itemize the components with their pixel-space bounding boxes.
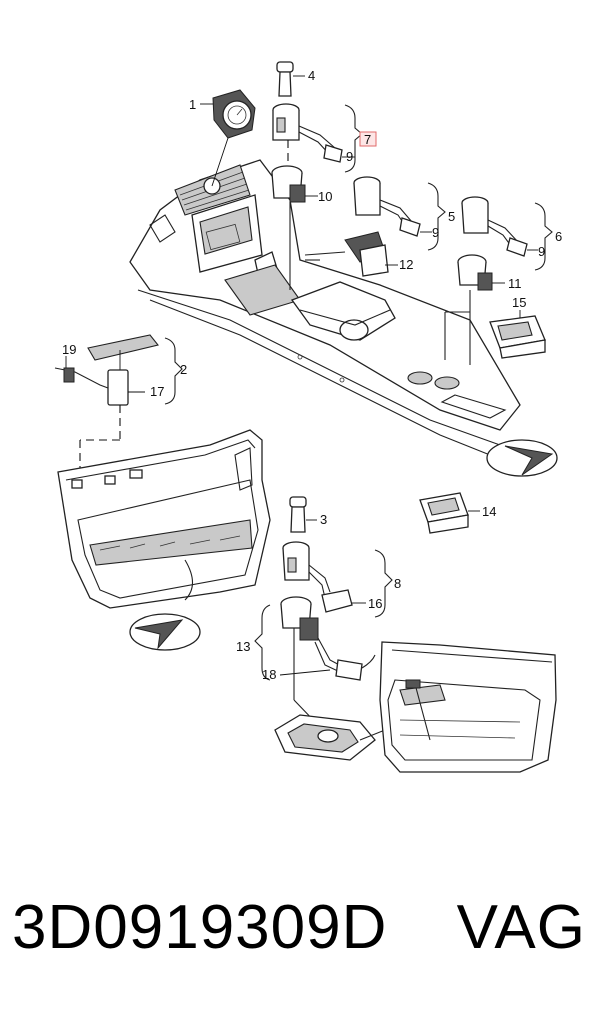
part-5-socket — [353, 176, 446, 251]
part-14-switch — [419, 492, 480, 534]
part-1-clock — [200, 89, 256, 187]
brand-name: VAG — [456, 893, 586, 962]
callout-15: 15 — [512, 295, 526, 310]
callout-10: 10 — [318, 189, 332, 204]
callout-2: 2 — [180, 362, 187, 377]
callout-7: 7 — [364, 132, 371, 147]
callout-1: 1 — [189, 97, 196, 112]
direction-arrow-icon — [486, 439, 558, 477]
rear-ashtray — [274, 714, 386, 761]
callout-7-highlight — [359, 131, 377, 147]
center-console — [129, 159, 521, 456]
callout-8: 8 — [394, 576, 401, 591]
callout-5: 5 — [448, 209, 455, 224]
part-3-cap — [289, 496, 317, 533]
callout-3: 3 — [320, 512, 327, 527]
callout-19: 19 — [62, 342, 76, 357]
callout-13: 13 — [236, 639, 250, 654]
callout-9-b: 9 — [432, 225, 439, 240]
armrest — [290, 281, 396, 341]
part-4-cap — [276, 61, 305, 97]
callout-17: 17 — [150, 384, 164, 399]
part-10-socket — [271, 165, 320, 290]
part-13-socket — [254, 596, 376, 726]
callout-9-a: 9 — [346, 149, 353, 164]
callout-18: 18 — [262, 667, 276, 682]
part-11-socket — [444, 254, 505, 365]
part-2-module — [54, 334, 183, 475]
callout-12: 12 — [399, 257, 413, 272]
rear-door-panel — [379, 641, 557, 773]
radio-unit — [191, 194, 263, 273]
part-number: 3D0919309D — [12, 893, 388, 962]
callout-6: 6 — [555, 229, 562, 244]
callout-4: 4 — [308, 68, 315, 83]
direction-arrow-icon-2 — [129, 613, 201, 651]
part-8-socket — [282, 541, 393, 618]
parts-diagram: 1 2 3 4 5 6 7 8 9 9 9 10 11 12 13 14 15 … — [54, 61, 562, 773]
callout-11: 11 — [508, 276, 522, 291]
callout-16: 16 — [368, 596, 382, 611]
callout-14: 14 — [482, 504, 496, 519]
part-7-socket — [272, 103, 363, 173]
callout-9-c: 9 — [538, 244, 545, 259]
part-6-socket — [461, 196, 553, 271]
part-12-housing — [304, 231, 398, 277]
part-15-switch — [489, 310, 546, 359]
front-door-panel — [57, 429, 271, 609]
